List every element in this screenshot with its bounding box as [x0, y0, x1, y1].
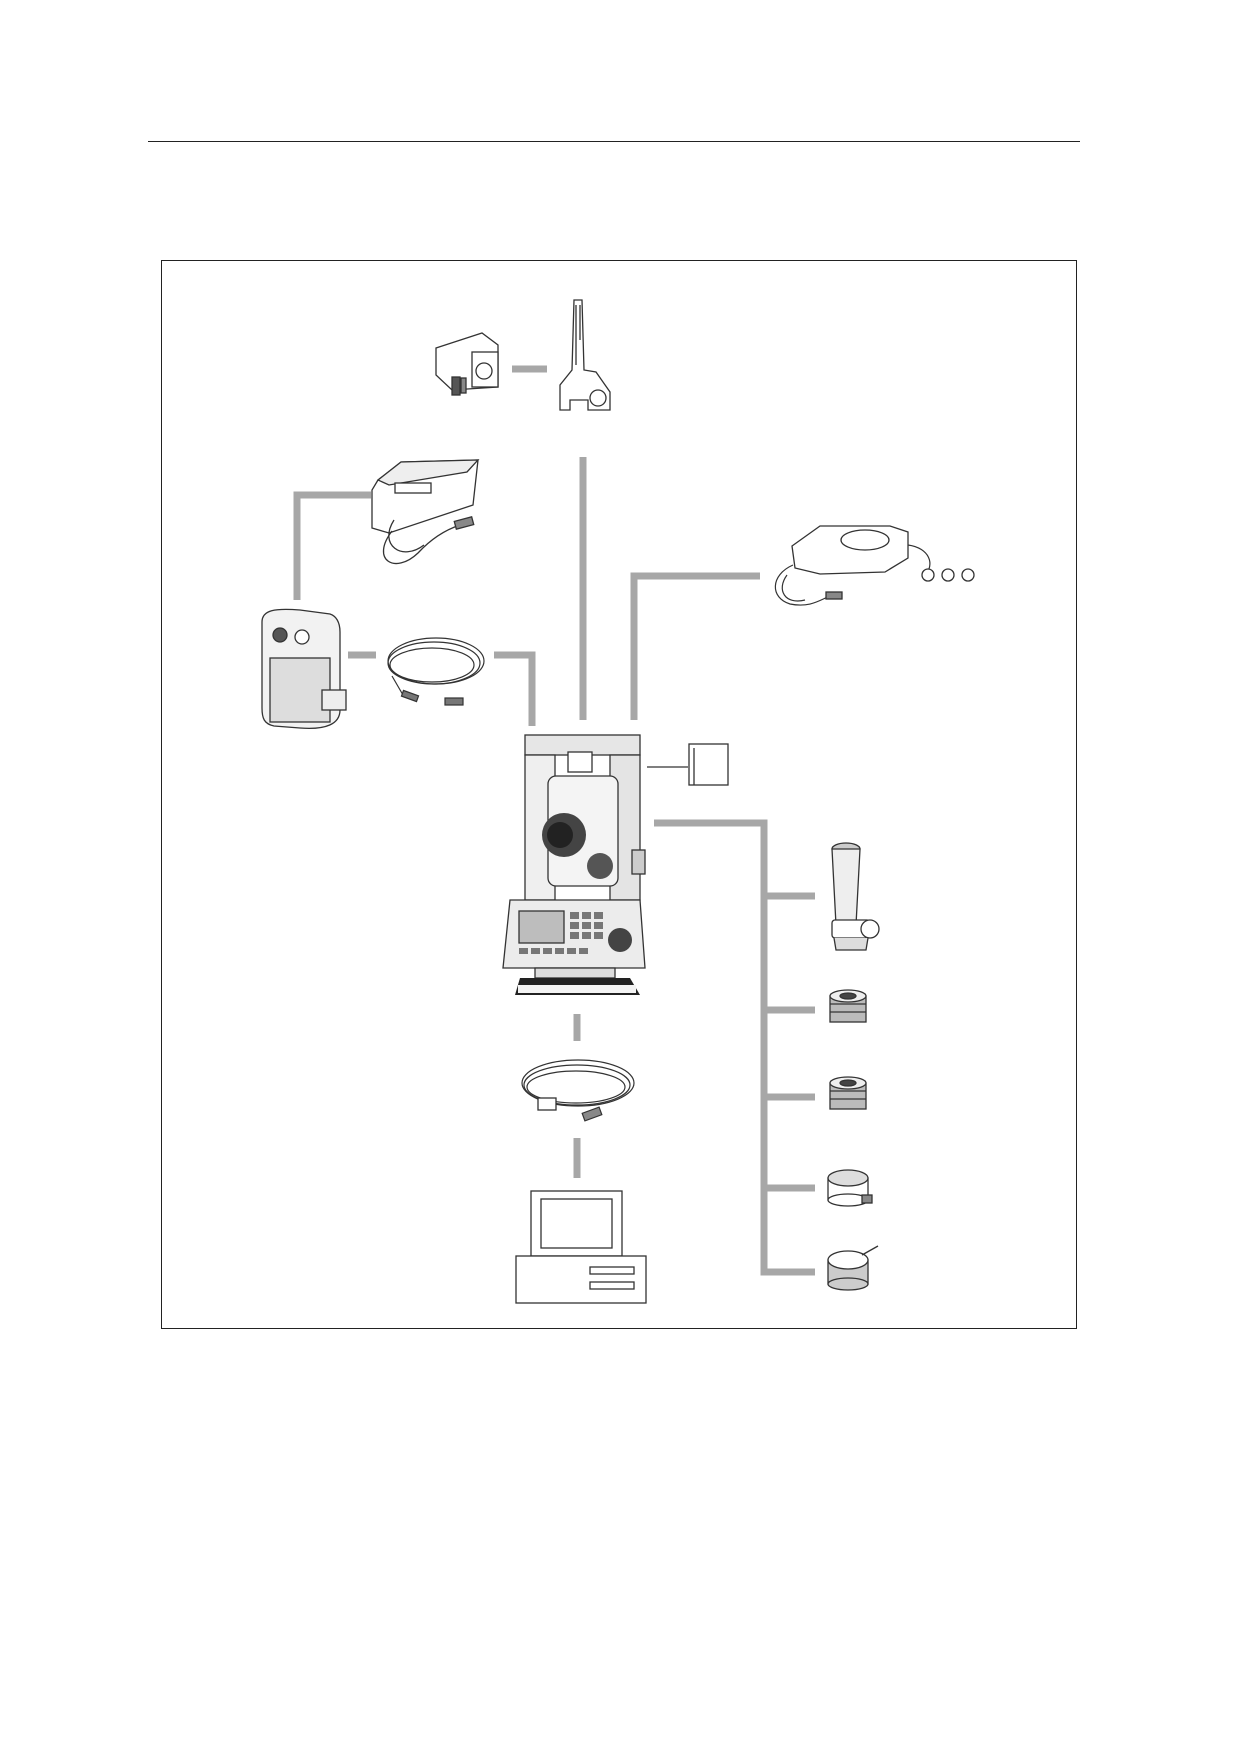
connector-lines — [293, 365, 815, 1276]
battery-pack-icon — [261, 608, 347, 730]
power-cable-icon — [387, 637, 485, 706]
diagonal-eyepiece-icon — [831, 842, 880, 951]
personal-computer-icon — [515, 1190, 647, 1304]
eyepiece-lens-a-icon — [829, 989, 867, 1023]
connector-adapter-station — [630, 572, 760, 720]
ac-adapter-icon — [774, 525, 975, 606]
lens-cap-icon — [827, 1245, 879, 1291]
total-station-icon — [502, 734, 646, 995]
compass-holder-icon — [559, 299, 611, 411]
connector-charger-battery — [293, 491, 371, 600]
solar-filter-icon — [827, 1169, 873, 1207]
eyepiece-lens-b-icon — [829, 1076, 867, 1110]
tubular-compass-icon — [435, 332, 499, 396]
diagram-frame — [161, 260, 1077, 1329]
data-cable-icon — [521, 1059, 635, 1122]
connector-cable-station — [494, 651, 536, 726]
memory-card-icon — [688, 743, 729, 786]
header-rule — [148, 141, 1080, 142]
battery-charger-icon — [371, 459, 480, 565]
connector-accessory-trunk — [654, 819, 815, 1276]
